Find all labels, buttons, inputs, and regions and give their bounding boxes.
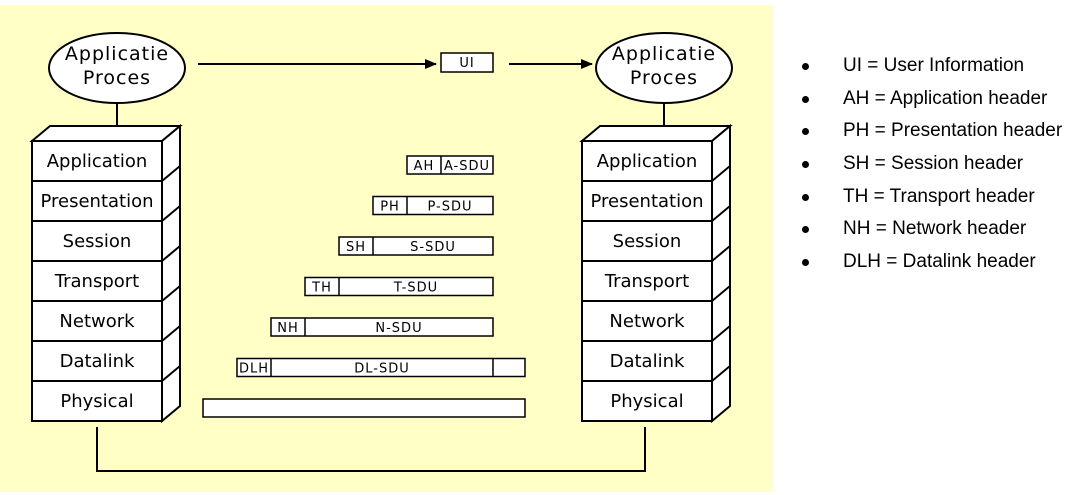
pdu-sdu-label: N-SDU [375,321,422,336]
bullet-icon [802,63,809,70]
stack-layer-label: Application [597,151,698,172]
pdu-header-label: SH [346,240,366,255]
pdu-bar [202,398,526,418]
stack-layer-label: Network [609,311,685,332]
stack-layer: Transport [31,245,181,302]
osi-diagram: Applicatie Proces Applicatie Proces UI A… [29,32,733,472]
pdu-bar: PH P-SDU [372,195,494,216]
stack-layer-label: Physical [610,391,683,412]
legend-text: PH = Presentation header [843,120,1063,142]
pdu-header-label: NH [277,321,299,336]
bullet-icon [802,128,809,136]
stack-layer: Session [31,205,181,262]
stack-layer: Transport [581,245,731,302]
stack-layer: Datalink [581,325,731,382]
stack-layer: Application [581,140,713,182]
legend-text: DLH = Datalink header [843,251,1036,273]
stack-layer-label: Presentation [590,191,703,212]
legend-item: UI = User Information [800,53,1062,86]
process-label-line-2: Proces [630,67,698,89]
pdu-header-label: DLH [239,362,269,377]
legend-text: AH = Application header [843,87,1048,109]
stack-layer: Datalink [31,325,181,382]
stack-layer: Physical [581,365,731,422]
ui-label: UI [459,56,474,71]
legend-item: TH = Transport header [800,184,1062,217]
right-protocol-stack: ApplicationPresentationSessionTransportN… [579,123,733,424]
legend-text: NH = Network header [843,218,1027,240]
pdu-header-label: AH [414,159,435,174]
stack-layer-label: Datalink [60,351,135,372]
pdu-sdu-label: A-SDU [444,159,490,174]
pdu-bar: SH S-SDU [338,236,494,256]
stack-layer-label: Transport [54,271,139,292]
stack-layer-label: Session [613,231,682,252]
stack-layer-label: Physical [60,391,133,412]
stack-layer: Session [581,205,731,262]
stack-layer-label: Session [63,231,132,252]
stack-layer: Physical [31,365,181,422]
stack-layer-label: Presentation [40,191,153,212]
legend-text: UI = User Information [843,55,1025,76]
bullet-icon [802,161,809,169]
legend-item: PH = Presentation header [800,118,1062,151]
physical-medium-line [96,427,646,472]
bullet-icon [802,226,809,234]
pdu-bar: AH A-SDU [406,155,494,175]
pdu-sdu-label: DL-SDU [354,362,410,377]
stack-layer: Presentation [581,165,731,222]
stack-top-face [579,125,733,142]
right-process: Applicatie Proces [595,32,733,104]
pdu-bar: DLH DL-SDU [236,357,526,378]
stack-layer-label: Application [47,151,148,172]
legend-text: TH = Transport header [843,185,1035,207]
stack-top-face [29,125,183,142]
abbreviation-legend: UI = User Information AH = Application he… [800,53,1062,282]
bullet-icon [802,259,809,267]
legend-item: AH = Application header [800,86,1062,119]
pdu-sdu-label: P-SDU [427,200,472,215]
stack-side-face [161,123,181,424]
process-label-line-1: Applicatie [65,43,169,65]
bullet-icon [802,193,809,201]
stack-layer: Network [31,285,181,342]
legend-item: DLH = Datalink header [800,249,1062,282]
stack-layer-label: Datalink [610,351,685,372]
process-label-line-2: Proces [83,67,151,89]
pdu-sdu-label: S-SDU [410,240,456,255]
bullet-icon [802,95,809,103]
stack-layer: Application [31,140,163,182]
pdu-bar: NH N-SDU [270,317,494,337]
pdu-header-label: TH [311,281,332,296]
left-protocol-stack: ApplicationPresentationSessionTransportN… [29,123,183,424]
pdu-header-label: PH [380,200,400,215]
pdu-sdu-label: T-SDU [393,281,438,296]
left-process: Applicatie Proces [48,32,186,104]
legend-text: SH = Session header [843,153,1024,175]
legend-item: NH = Network header [800,216,1062,249]
ui-box: UI [440,52,494,73]
pdu-bar: TH T-SDU [304,276,494,297]
stack-layer-label: Transport [604,271,689,292]
process-label-line-1: Applicatie [612,43,716,65]
stack-layer-label: Network [59,311,135,332]
legend-item: SH = Session header [800,151,1062,184]
stack-side-face [711,123,731,424]
